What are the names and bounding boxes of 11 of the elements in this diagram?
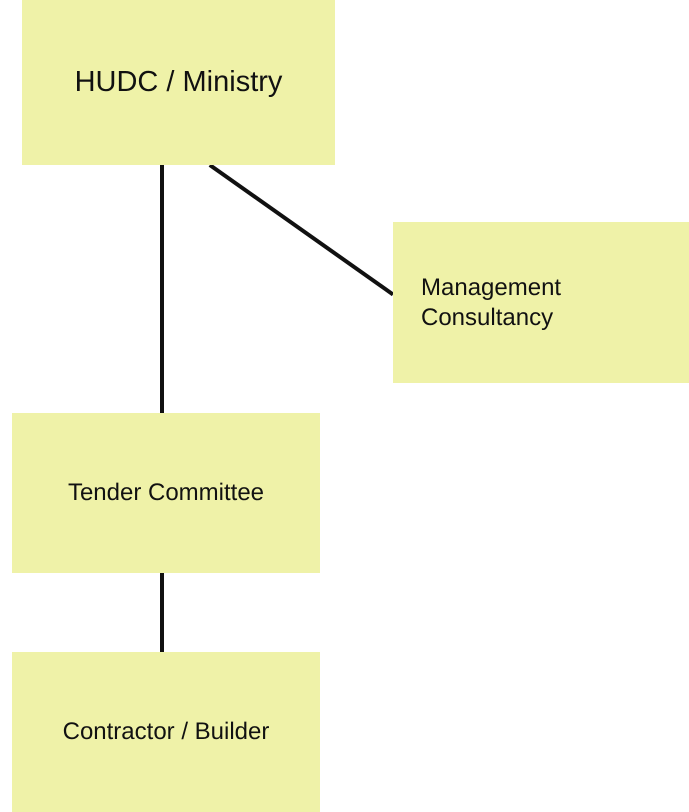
node-label: Contractor / Builder bbox=[62, 717, 270, 747]
connector-line bbox=[160, 165, 164, 413]
org-box bbox=[12, 652, 320, 812]
org-box bbox=[12, 413, 320, 573]
node-label: Tender Committee bbox=[68, 478, 264, 508]
connector-line bbox=[160, 573, 164, 652]
node-label: HUDC / Ministry bbox=[74, 65, 282, 100]
node-label: Management Consultancy bbox=[421, 272, 562, 332]
org-box bbox=[22, 0, 335, 165]
connector-line bbox=[208, 163, 394, 296]
org-box bbox=[393, 222, 689, 383]
